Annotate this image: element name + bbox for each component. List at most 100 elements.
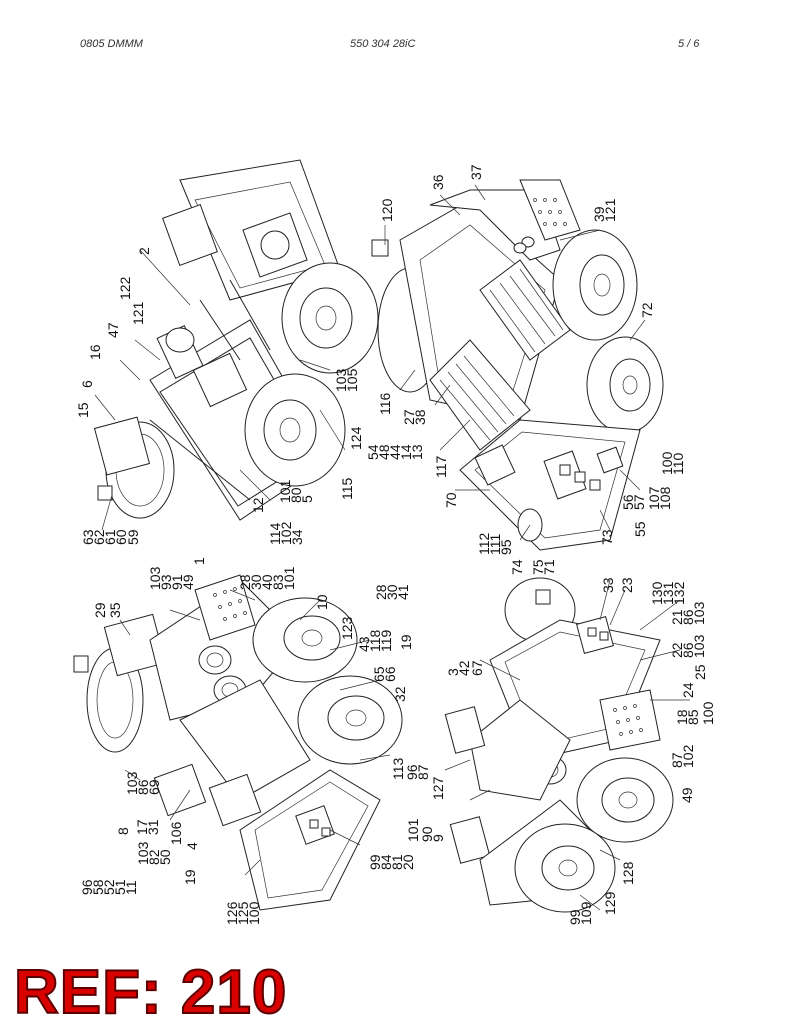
- callout-56: 56: [620, 494, 636, 510]
- callout-81: 81: [389, 854, 405, 870]
- callout-118: 118: [367, 629, 383, 652]
- callout-87: 87: [415, 764, 431, 780]
- callout-60: 60: [113, 529, 129, 545]
- callout-71: 71: [541, 559, 557, 575]
- callout-106: 106: [168, 821, 184, 845]
- callout-84: 84: [378, 854, 394, 870]
- callout-69: 69: [146, 779, 162, 795]
- callout-34: 34: [289, 529, 305, 545]
- part-number: 550 304 28iC: [350, 38, 416, 50]
- callout-86: 86: [135, 779, 151, 795]
- callout-105: 105: [344, 368, 360, 392]
- callout-9: 9: [430, 834, 446, 842]
- callout-25: 25: [692, 664, 708, 680]
- callout-17: 17: [134, 819, 150, 835]
- callout-10: 10: [314, 594, 330, 610]
- callout-74: 74: [509, 559, 525, 575]
- callout-72: 72: [639, 302, 655, 318]
- callout-2: 2: [136, 247, 152, 255]
- callout-99: 99: [367, 854, 383, 870]
- callout-13: 13: [409, 444, 425, 460]
- callout-44: 44: [387, 444, 403, 460]
- callout-108: 108: [657, 486, 673, 510]
- callout-55: 55: [632, 521, 648, 537]
- callout-101: 101: [277, 479, 293, 503]
- callout-1: 1: [191, 557, 207, 565]
- callout-121: 121: [602, 198, 618, 222]
- callout-36: 36: [430, 174, 446, 190]
- callout-54: 54: [365, 444, 381, 460]
- callout-103: 103: [691, 601, 707, 625]
- callout-18: 18: [674, 709, 690, 725]
- callout-122: 122: [117, 276, 133, 300]
- callout-49: 49: [679, 787, 695, 803]
- callout-100: 100: [659, 451, 675, 475]
- callout-103c: 103: [135, 841, 151, 865]
- callout-110: 110: [670, 452, 686, 475]
- callout-65: 65: [371, 666, 387, 682]
- callout-38: 38: [412, 409, 428, 425]
- callout-52: 52: [101, 879, 117, 895]
- callout-117: 117: [433, 455, 449, 478]
- callout-128: 128: [620, 861, 636, 885]
- callout-80: 80: [288, 487, 304, 503]
- callout-19: 19: [398, 634, 414, 650]
- callout-100: 100: [246, 901, 262, 925]
- callout-124: 124: [348, 426, 364, 450]
- callout-67: 67: [469, 660, 485, 676]
- callout-75: 75: [530, 559, 546, 575]
- callout-83: 83: [270, 574, 286, 590]
- callout-6: 6: [79, 380, 95, 388]
- callout-121: 121: [130, 301, 146, 325]
- callout-59: 59: [125, 529, 141, 545]
- callout-101: 101: [281, 566, 297, 590]
- callout-103b: 103: [691, 634, 707, 658]
- callout-96: 96: [404, 764, 420, 780]
- callout-127: 127: [430, 776, 446, 800]
- callout-86b: 86: [680, 642, 696, 658]
- callout-123: 123: [339, 616, 355, 640]
- callouts-top-right: 120 36 37 39 121 72 116 27 38 54 48 44 1…: [365, 164, 686, 575]
- callouts-bottom-right: 3 42 67 33 23 130 131 132 21 86 103 22 8…: [405, 577, 716, 925]
- callout-95: 95: [498, 539, 514, 555]
- callout-63: 63: [80, 529, 96, 545]
- machine-view-top-left: [93, 159, 379, 531]
- callout-23: 23: [619, 577, 635, 593]
- callout-62: 62: [91, 529, 107, 545]
- callout-37: 37: [468, 164, 484, 180]
- callout-96b: 96: [79, 879, 95, 895]
- callouts-top-left: 63 62 61 60 59 15 6 16 47 121 122 2 114 …: [75, 247, 364, 545]
- callout-111: 111: [487, 534, 503, 555]
- callout-16: 16: [87, 344, 103, 360]
- callout-101: 101: [405, 818, 421, 842]
- callout-49: 49: [180, 574, 196, 590]
- callout-27: 27: [401, 409, 417, 425]
- callout-42: 42: [456, 660, 472, 676]
- callout-29: 29: [92, 602, 108, 618]
- callout-132: 132: [671, 581, 687, 605]
- callout-28: 28: [237, 574, 253, 590]
- callout-30: 30: [248, 574, 264, 590]
- callout-61: 61: [102, 529, 118, 545]
- callout-66: 66: [382, 666, 398, 682]
- reference-label: REF: 210: [13, 958, 288, 1027]
- callout-113: 113: [390, 757, 406, 780]
- callout-116: 116: [377, 392, 393, 415]
- callout-126: 126: [224, 901, 240, 925]
- callout-48: 48: [376, 444, 392, 460]
- callout-70: 70: [443, 492, 459, 508]
- callout-39: 39: [591, 206, 607, 222]
- callout-12: 12: [250, 497, 266, 513]
- callout-11: 11: [123, 880, 139, 895]
- callout-131: 131: [660, 581, 676, 605]
- callout-130: 130: [649, 581, 665, 605]
- callout-4: 4: [184, 842, 200, 850]
- callout-33: 33: [600, 577, 616, 593]
- callout-20: 20: [400, 854, 416, 870]
- callout-43: 43: [356, 636, 372, 652]
- callout-93: 93: [158, 574, 174, 590]
- callout-3: 3: [445, 668, 461, 676]
- callout-107: 107: [646, 486, 662, 510]
- callout-82: 82: [146, 849, 162, 865]
